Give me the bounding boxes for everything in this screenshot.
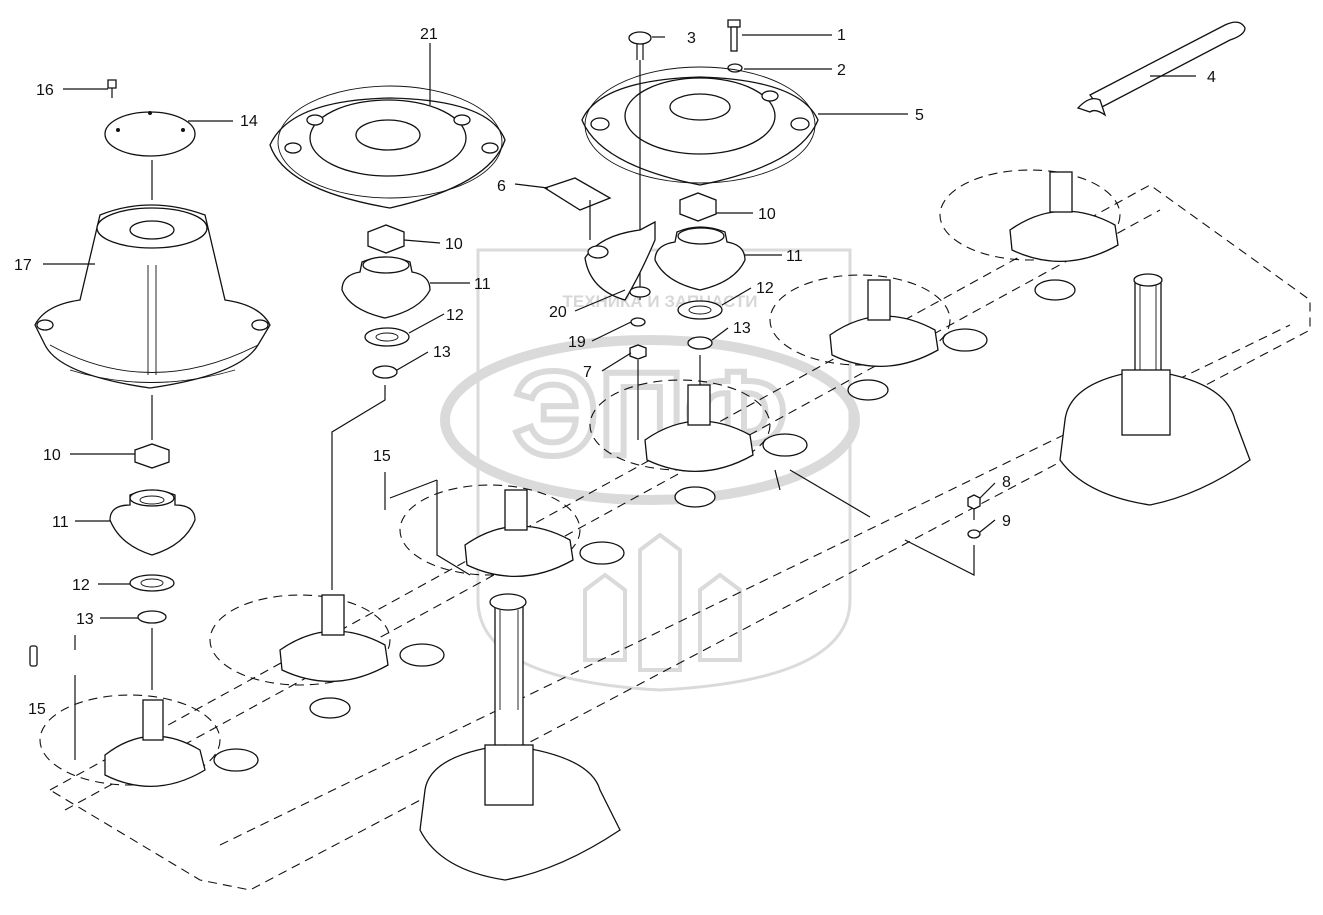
- callout-10-left: 10: [43, 447, 61, 464]
- callout-12-left: 12: [72, 577, 90, 594]
- callout-3: 3: [687, 30, 696, 47]
- gearbox-left: [419, 593, 621, 881]
- callout-11-left: 11: [52, 514, 69, 531]
- callout-15-middle: 15: [373, 448, 391, 465]
- callout-2: 2: [837, 62, 846, 79]
- callout-10-right: 10: [758, 206, 776, 223]
- callout-11-right: 11: [786, 248, 803, 265]
- callout-13-middle: 13: [433, 344, 451, 361]
- gearbox-right: [1059, 273, 1251, 506]
- callout-9: 9: [1002, 513, 1011, 530]
- right-top-assembly: [543, 19, 819, 440]
- callout-4: 4: [1207, 69, 1216, 86]
- gearboxes: [384, 273, 1251, 881]
- callout-17: 17: [14, 257, 32, 274]
- hub-unit: [464, 489, 625, 578]
- callout-14: 14: [240, 113, 258, 130]
- leader-lines: [43, 34, 1196, 619]
- callout-1: 1: [837, 27, 846, 44]
- callout-15-left: 15: [28, 701, 46, 718]
- callout-12-right: 12: [756, 280, 774, 297]
- left-assembly: [29, 79, 271, 760]
- callout-19: 19: [568, 334, 586, 351]
- callout-8: 8: [1002, 474, 1011, 491]
- callout-21: 21: [420, 26, 438, 43]
- tool-wrench: [1076, 21, 1246, 117]
- callout-10-middle: 10: [445, 236, 463, 253]
- callout-16: 16: [36, 82, 54, 99]
- hub-unit: [829, 279, 988, 401]
- callout-13-left: 13: [76, 611, 94, 628]
- hub-unit: [279, 594, 445, 719]
- callout-11-middle: 11: [474, 276, 491, 293]
- callout-7: 7: [583, 364, 592, 381]
- callout-6: 6: [497, 178, 506, 195]
- hub-units: [104, 171, 1119, 788]
- callout-5: 5: [915, 107, 924, 124]
- middle-assembly: [269, 85, 506, 590]
- hub-unit: [1009, 171, 1119, 301]
- callout-12-middle: 12: [446, 307, 464, 324]
- callout-13-right: 13: [733, 320, 751, 337]
- hub-unit: [644, 384, 808, 508]
- hub-unit: [104, 699, 259, 788]
- callout-20: 20: [549, 304, 567, 321]
- callout-labels: 1 2 3 4 5 6 7 8 9 10 10 10 11 11 11 12 1…: [14, 26, 1216, 718]
